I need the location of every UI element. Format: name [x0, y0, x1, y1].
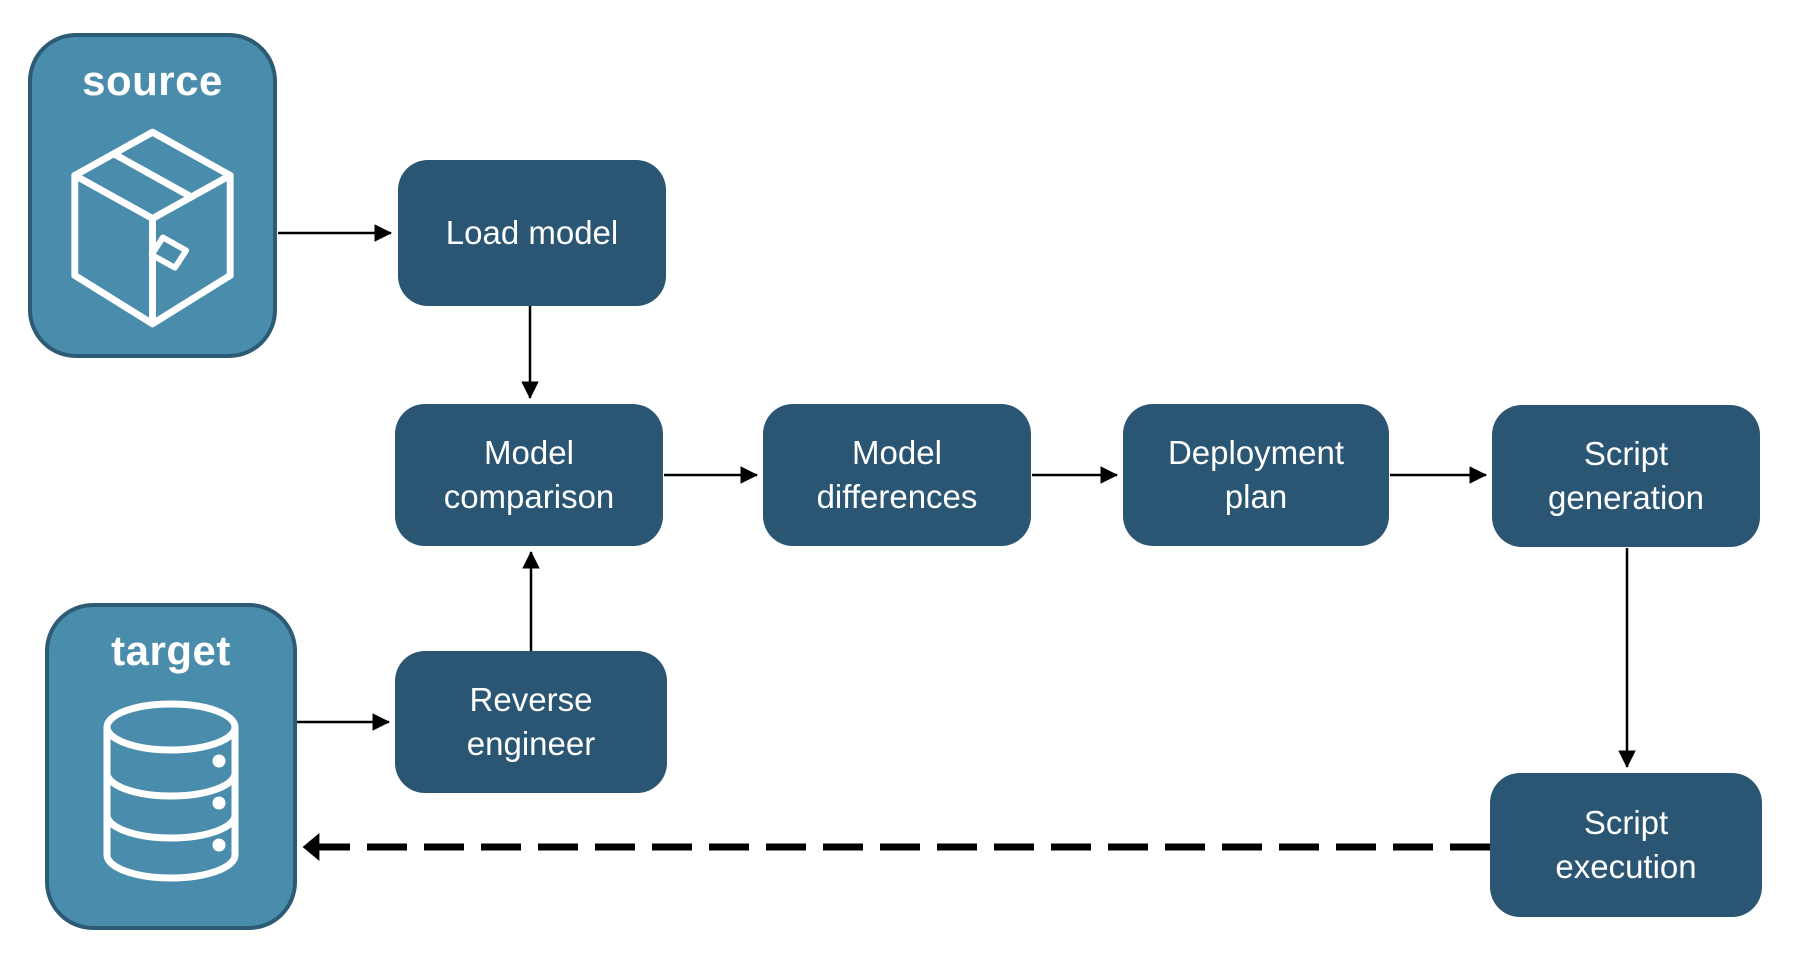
container-target-label: target — [111, 627, 231, 674]
container-source: source — [28, 33, 277, 358]
step-load-model-label: Load model — [445, 214, 619, 252]
step-model-differences-label: Model differences — [816, 434, 978, 515]
step-script-execution-label: Script execution — [1555, 804, 1697, 885]
package-icon — [71, 128, 234, 328]
step-model-comparison: Model comparison — [395, 404, 663, 546]
step-load-model: Load model — [398, 160, 666, 306]
container-target: target — [45, 603, 297, 930]
database-icon — [103, 700, 239, 882]
step-reverse-engineer: Reverse engineer — [395, 651, 667, 793]
step-model-comparison-label: Model comparison — [443, 434, 615, 515]
step-deployment-plan: Deployment plan — [1123, 404, 1389, 546]
step-reverse-engineer-label: Reverse engineer — [466, 681, 596, 762]
step-script-generation-label: Script generation — [1548, 435, 1704, 516]
step-script-generation: Script generation — [1492, 405, 1760, 547]
step-model-differences: Model differences — [763, 404, 1031, 546]
step-deployment-plan-label: Deployment plan — [1167, 434, 1345, 515]
container-source-label: source — [82, 57, 223, 104]
step-script-execution: Script execution — [1490, 773, 1762, 917]
